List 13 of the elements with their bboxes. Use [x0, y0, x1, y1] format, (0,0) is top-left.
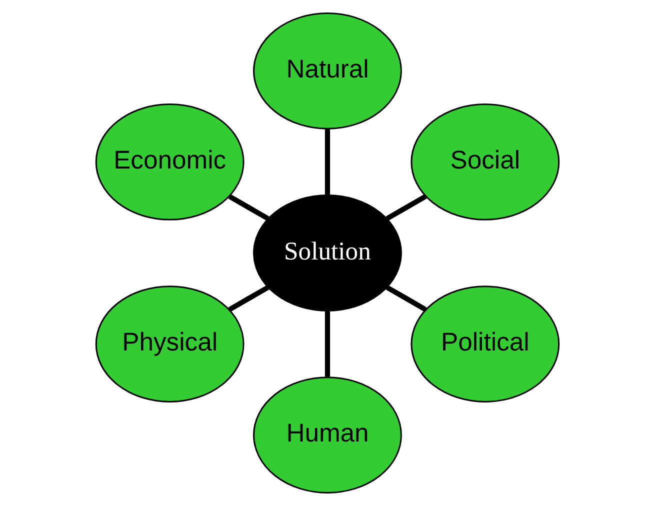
- connector: [324, 129, 330, 195]
- node-ellipse: Natural: [252, 12, 402, 130]
- node-ellipse: Economic: [94, 104, 244, 220]
- connector: [324, 311, 330, 377]
- node-ellipse: Social: [410, 104, 560, 220]
- node-ellipse: Political: [410, 286, 560, 402]
- node-ellipse: Solution: [252, 194, 402, 312]
- node-ellipse: Human: [252, 376, 402, 494]
- connector: [385, 194, 426, 221]
- connector: [385, 285, 426, 312]
- connector: [228, 285, 269, 312]
- node-ellipse: Physical: [94, 286, 244, 402]
- connector: [228, 194, 269, 221]
